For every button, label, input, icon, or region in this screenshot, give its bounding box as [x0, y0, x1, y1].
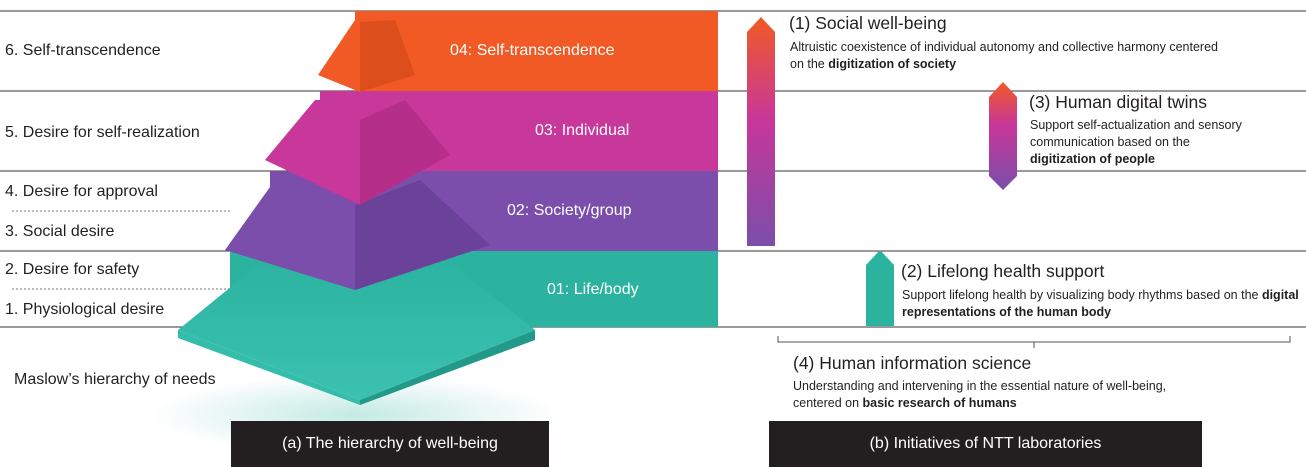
human-information-science-bracket [777, 336, 1291, 348]
social-wellbeing-description: Altruistic coexistence of individual aut… [790, 40, 1219, 71]
human-digital-twins-arrow [989, 82, 1017, 190]
wellbeing-level-04: 04: Self-transcendence [450, 42, 615, 59]
maslow-level-2: 2. Desire for safety [5, 261, 140, 278]
lifelong-health-description: Support lifelong health by visualizing b… [902, 288, 1299, 319]
maslow-level-6: 6. Self-transcendence [5, 42, 161, 59]
maslow-caption: Maslow’s hierarchy of needs [14, 371, 216, 388]
lifelong-health-arrow [866, 250, 894, 326]
human-digital-twins-title: (3) Human digital twins [1029, 92, 1207, 112]
maslow-level-4: 4. Desire for approval [5, 183, 158, 200]
caption-a: (a) The hierarchy of well-being [231, 421, 549, 467]
social-wellbeing-title: (1) Social well-being [789, 13, 947, 33]
human-information-science-title: (4) Human information science [793, 353, 1032, 373]
human-digital-twins-description: Support self-actualization and sensory c… [1030, 118, 1242, 166]
maslow-level-1: 1. Physiological desire [5, 301, 165, 318]
wellbeing-level-02: 02: Society/group [507, 202, 632, 219]
human-information-science-description: Understanding and intervening in the ess… [793, 379, 1167, 410]
lifelong-health-title: (2) Lifelong health support [901, 261, 1105, 281]
band-self-transcendence [355, 11, 718, 91]
caption-b: (b) Initiatives of NTT laboratories [769, 421, 1202, 467]
social-wellbeing-arrow [747, 17, 775, 246]
wellbeing-level-01: 01: Life/body [547, 281, 639, 298]
wellbeing-level-03: 03: Individual [535, 122, 630, 139]
maslow-level-3: 3. Social desire [5, 223, 115, 240]
maslow-level-5: 5. Desire for self-realization [5, 124, 200, 141]
